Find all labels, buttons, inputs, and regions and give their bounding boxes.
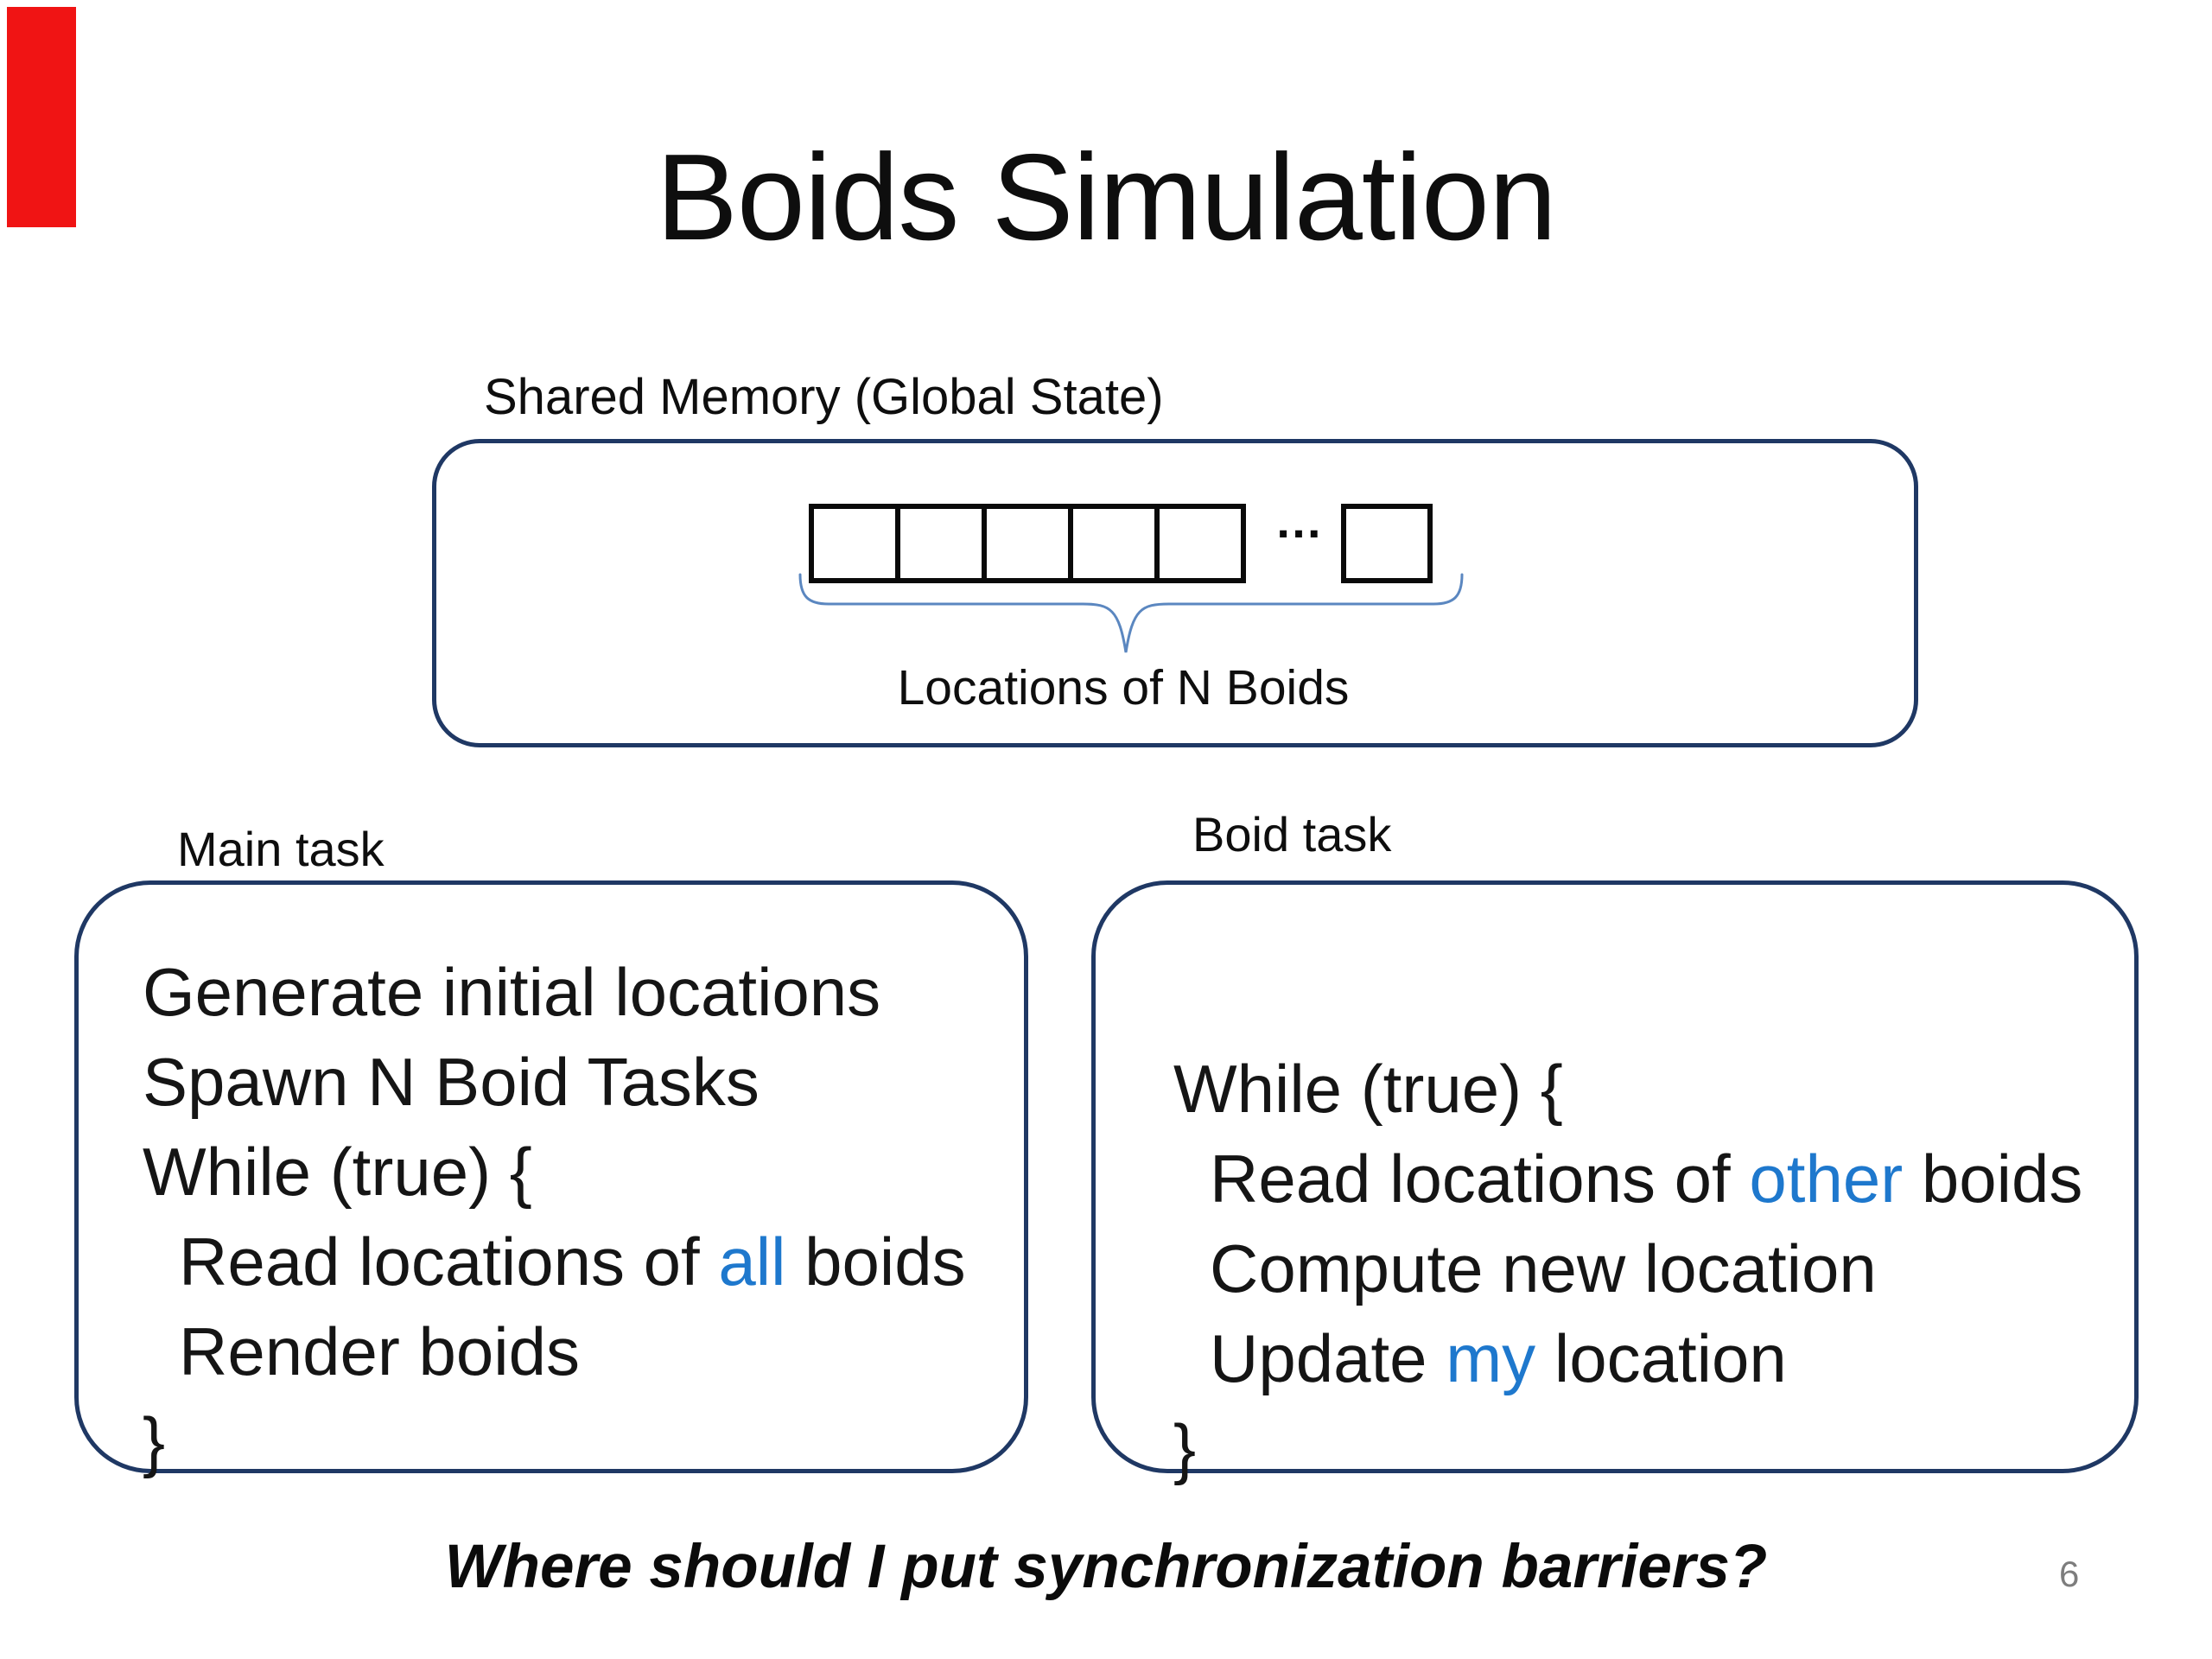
code-line: While (true) { [1173, 1044, 2082, 1134]
underbrace-path [798, 573, 1464, 653]
code-text: Read locations of [179, 1224, 719, 1300]
code-text: } [143, 1403, 166, 1479]
code-text: boids [785, 1224, 966, 1300]
shared-memory-container [432, 439, 1918, 747]
highlighted-word: all [718, 1224, 786, 1300]
code-line: Generate initial locations [143, 947, 966, 1037]
footer-question: Where should I put synchronization barri… [444, 1533, 1768, 1601]
code-line: Read locations of all boids [143, 1217, 966, 1306]
ellipsis-dots: … [1274, 493, 1323, 548]
code-text: location [1535, 1320, 1787, 1396]
code-line: Update my location [1173, 1313, 2082, 1403]
code-line: Compute new location [1173, 1224, 2082, 1313]
code-text: Update [1210, 1320, 1446, 1396]
memory-cell [809, 504, 900, 583]
code-line: Read locations of other boids [1173, 1134, 2082, 1224]
code-text: While (true) { [1173, 1051, 1563, 1127]
array-caption: Locations of N Boids [897, 660, 1350, 715]
code-text: } [1173, 1410, 1197, 1486]
code-text: While (true) { [143, 1134, 532, 1210]
code-text: Generate initial locations [143, 954, 881, 1030]
code-text: Spawn N Boid Tasks [143, 1044, 760, 1120]
main-task-box [74, 880, 1028, 1473]
memory-cell [895, 504, 987, 583]
code-line: } [143, 1396, 966, 1486]
code-text: Read locations of [1210, 1141, 1750, 1217]
code-line: Render boids [143, 1306, 966, 1396]
page-number: 6 [2059, 1554, 2080, 1594]
code-line: While (true) { [143, 1127, 966, 1217]
code-text: Compute new location [1210, 1230, 1877, 1306]
main-task-label: Main task [177, 822, 385, 876]
code-text: Render boids [179, 1313, 580, 1389]
code-line: } [1173, 1403, 2082, 1493]
boid-task-code: While (true) {Read locations of other bo… [1173, 1044, 2082, 1493]
code-line: Spawn N Boid Tasks [143, 1037, 966, 1127]
boid-task-box [1091, 880, 2139, 1473]
memory-cell [1154, 504, 1246, 583]
memory-cell-last [1341, 504, 1433, 583]
code-text: boids [1903, 1141, 2083, 1217]
highlighted-word: other [1749, 1141, 1904, 1217]
underbrace-icon [798, 573, 1464, 653]
shared-memory-label: Shared Memory (Global State) [484, 369, 1164, 425]
boid-task-label: Boid task [1192, 807, 1392, 861]
highlighted-word: my [1446, 1320, 1536, 1396]
red-marker-block [7, 7, 76, 227]
slide-title: Boids Simulation [656, 129, 1557, 266]
memory-cell [1068, 504, 1160, 583]
memory-cells [809, 504, 1246, 583]
